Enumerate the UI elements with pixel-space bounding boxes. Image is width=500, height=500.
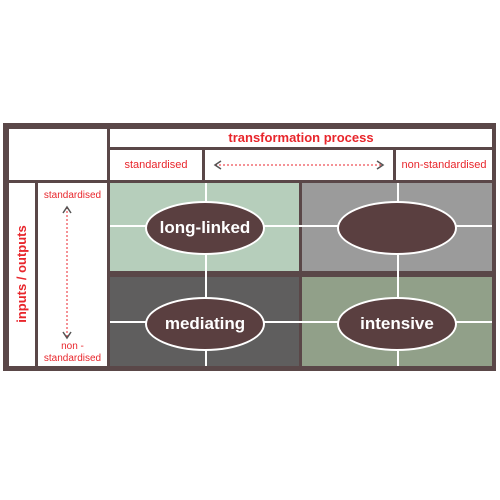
- side-title-cell: inputs / outputs: [9, 183, 35, 366]
- corner-cell: [9, 129, 107, 180]
- side-bottom-label-line1: non -: [61, 341, 84, 352]
- vertical-double-arrow-icon: [62, 205, 72, 340]
- grid-line: [205, 183, 207, 366]
- side-top-label: standardised: [43, 190, 102, 201]
- grid-line: [397, 183, 399, 366]
- ellipse-long-linked: long-linked: [145, 201, 265, 255]
- ellipse-empty: [337, 201, 457, 255]
- ellipse-mediating: mediating: [145, 297, 265, 351]
- grid-line: [110, 225, 492, 227]
- ellipse-label-long-linked: long-linked: [159, 218, 251, 237]
- side-bottom-label-line2: standardised: [43, 353, 102, 364]
- horizontal-double-arrow-icon: [213, 160, 385, 170]
- side-title: inputs / outputs: [14, 225, 29, 323]
- header-title: transformation process: [228, 130, 374, 145]
- ellipse-label-mediating: mediating: [164, 314, 246, 333]
- header-title-cell: transformation process: [110, 129, 492, 147]
- header-left-cell: standardised: [110, 150, 202, 180]
- header-left-label: standardised: [124, 159, 188, 171]
- ellipse-label-intensive: intensive: [360, 314, 434, 333]
- header-right-label: non-standardised: [401, 159, 487, 171]
- header-arrow-cell: [205, 150, 393, 180]
- side-labels-cell: standardised non - standardised: [38, 183, 107, 366]
- ellipse-intensive: intensive: [337, 297, 457, 351]
- grid-line: [110, 321, 492, 323]
- header-right-cell: non-standardised: [396, 150, 492, 180]
